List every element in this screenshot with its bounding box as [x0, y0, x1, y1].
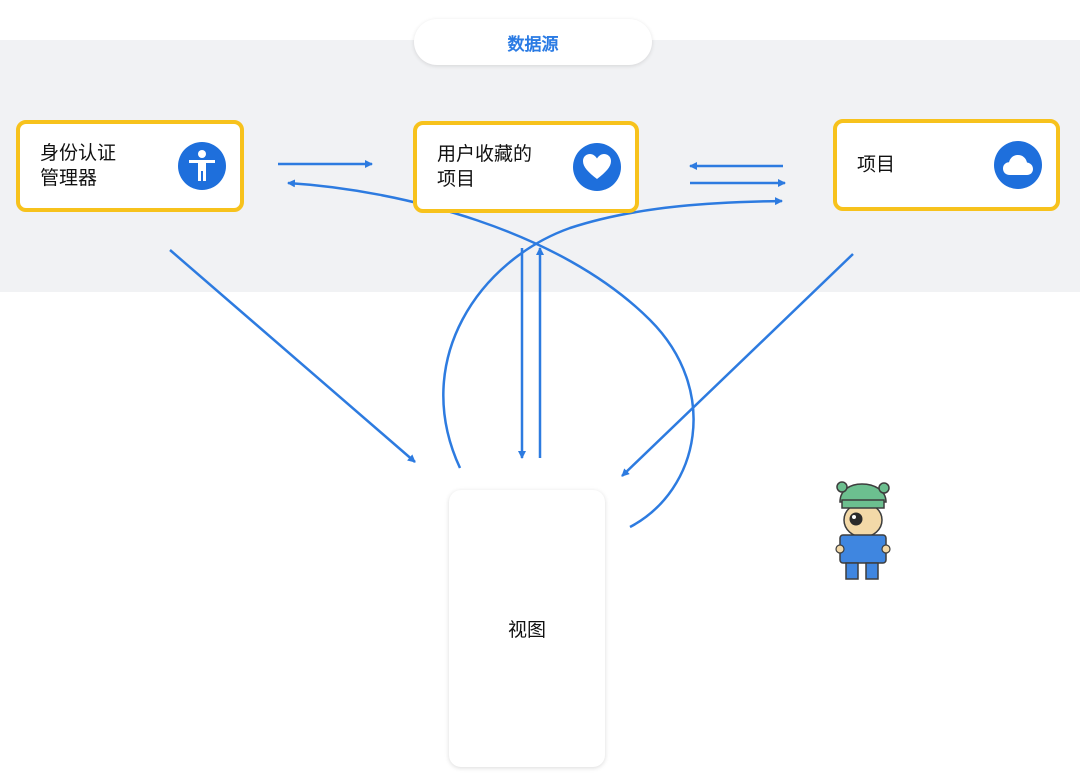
arrow-auth-to-view — [169, 249, 416, 463]
arrow-view-to-auth — [287, 179, 695, 529]
data-source-title: 数据源 — [414, 19, 652, 65]
cloud-icon — [994, 141, 1042, 189]
mascot-illustration — [835, 481, 891, 580]
accessibility-icon — [178, 142, 226, 190]
favorite-items-label-line1: 用户收藏的 — [437, 143, 533, 165]
data-source-title-text: 数据源 — [507, 34, 559, 55]
favorite-items-label-line2: 项目 — [437, 168, 476, 190]
items-card: 项目 — [833, 119, 1060, 211]
favorite-items-card: 用户收藏的 项目 — [413, 121, 639, 213]
view-panel: 视图 — [449, 490, 605, 767]
heart-icon — [573, 143, 621, 191]
items-label-line1: 项目 — [857, 153, 896, 176]
view-label: 视图 — [507, 619, 546, 641]
auth-manager-label-line2: 管理器 — [40, 167, 98, 189]
auth-manager-label: 身份认证 管理器 — [40, 141, 116, 191]
items-label: 项目 — [857, 153, 895, 178]
arrow-view-to-items — [442, 197, 783, 469]
auth-manager-card: 身份认证 管理器 — [16, 120, 244, 212]
auth-manager-label-line1: 身份认证 — [40, 142, 117, 164]
arrow-items-to-view — [621, 253, 854, 477]
favorite-items-label: 用户收藏的 项目 — [437, 142, 532, 192]
